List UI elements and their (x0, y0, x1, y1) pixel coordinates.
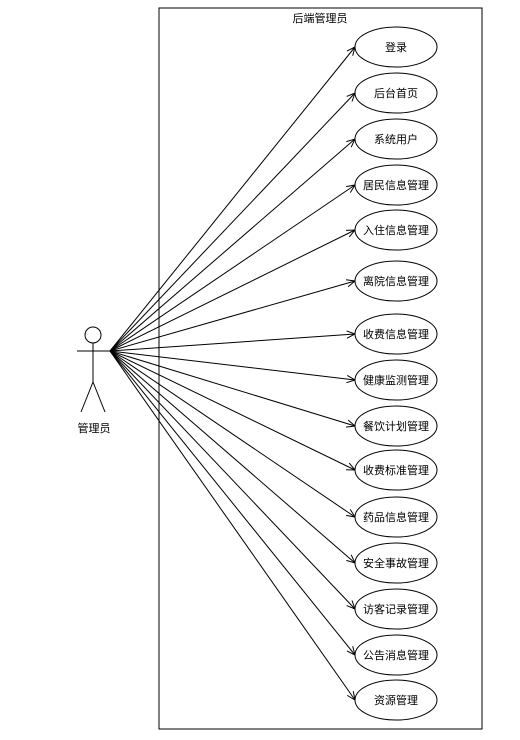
use-case-ellipse (354, 164, 438, 206)
association-line (109, 229, 356, 352)
association-line (109, 350, 356, 701)
use-case: 收费标准管理 (354, 449, 438, 491)
use-case-label: 资源管理 (374, 693, 418, 707)
association-line (109, 350, 356, 518)
use-case-ellipse (354, 359, 438, 401)
use-case-label: 系统用户 (374, 132, 418, 146)
actor-head (84, 326, 102, 344)
use-case: 登录 (354, 26, 438, 68)
use-case-label: 登录 (385, 40, 407, 54)
actor-label: 管理员 (78, 421, 111, 435)
use-case-label: 离院信息管理 (363, 274, 429, 288)
use-case-ellipse (354, 260, 438, 302)
association-line (109, 350, 356, 610)
use-case-ellipse (354, 496, 438, 538)
use-case: 健康监测管理 (354, 359, 438, 401)
use-case: 入住信息管理 (354, 209, 438, 251)
use-cases: 登录后台首页系统用户居民信息管理入住信息管理离院信息管理收费信息管理健康监测管理… (354, 26, 438, 721)
association-line (109, 333, 356, 352)
use-case-ellipse (354, 313, 438, 355)
use-case-label: 药品信息管理 (363, 510, 429, 524)
use-case-ellipse (354, 634, 438, 676)
association-line (109, 280, 356, 352)
use-case: 药品信息管理 (354, 496, 438, 538)
use-case-label: 访客记录管理 (363, 602, 429, 616)
association-line (109, 138, 356, 352)
use-case: 收费信息管理 (354, 313, 438, 355)
use-case: 公告消息管理 (354, 634, 438, 676)
actor-left-leg (80, 381, 94, 413)
use-case: 访客记录管理 (354, 588, 438, 630)
system-boundary (158, 7, 483, 730)
use-case-ellipse (354, 679, 438, 721)
association-line (109, 350, 356, 381)
use-case-ellipse (354, 26, 438, 68)
use-case-ellipse (354, 209, 438, 251)
actor-admin: 管理员 (77, 326, 111, 435)
use-case-label: 后台首页 (374, 86, 418, 100)
association-line (109, 184, 356, 352)
use-case-label: 收费信息管理 (363, 327, 429, 341)
use-case: 资源管理 (354, 679, 438, 721)
association-line (109, 350, 356, 471)
use-case-label: 健康监测管理 (363, 373, 429, 387)
associations (109, 46, 357, 702)
use-case-ellipse (354, 542, 438, 584)
use-case: 餐饮计划管理 (354, 405, 438, 447)
use-case-label: 居民信息管理 (363, 178, 429, 192)
use-case: 后台首页 (354, 72, 438, 114)
use-case-ellipse (354, 118, 438, 160)
use-case-ellipse (354, 405, 438, 447)
use-case-ellipse (354, 72, 438, 114)
use-case: 安全事故管理 (354, 542, 438, 584)
use-case-label: 收费标准管理 (363, 463, 429, 477)
use-case-label: 餐饮计划管理 (363, 419, 429, 433)
use-case-label: 入住信息管理 (363, 223, 429, 237)
use-case: 居民信息管理 (354, 164, 438, 206)
use-case-ellipse (354, 588, 438, 630)
association-line (109, 350, 356, 564)
use-case: 系统用户 (354, 118, 438, 160)
actor-right-leg (92, 381, 106, 413)
association-line (109, 350, 356, 656)
use-case-label: 安全事故管理 (363, 556, 429, 570)
use-case: 离院信息管理 (354, 260, 438, 302)
use-case-ellipse (354, 449, 438, 491)
system-title: 后端管理员 (293, 11, 348, 25)
association-line (109, 350, 356, 427)
association-line (109, 46, 356, 352)
use-case-label: 公告消息管理 (363, 648, 429, 662)
association-line (109, 92, 356, 352)
